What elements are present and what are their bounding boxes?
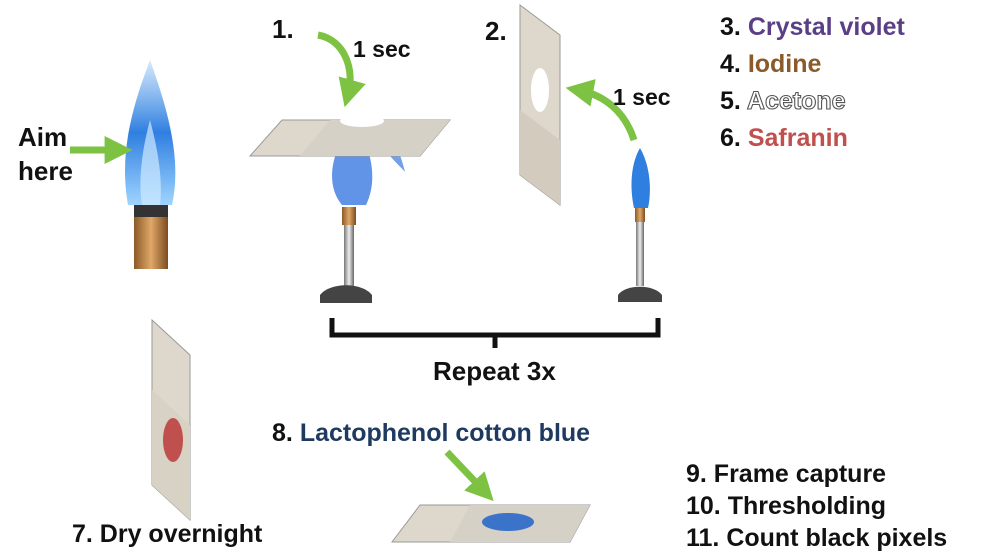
dry-slide: [151, 318, 191, 522]
lactophenol-step: 8. Lactophenol cotton blue: [272, 419, 591, 447]
one-sec-label: 1 sec: [353, 36, 411, 62]
dry-step: 7. Dry overnight: [72, 520, 263, 548]
one-sec-label-2: 1 sec: [613, 84, 671, 110]
safranin-spot: [163, 418, 183, 462]
repeat-bracket: [329, 318, 661, 338]
step2-burner: [618, 148, 662, 302]
stain-step-4: 4. Iodine: [720, 50, 822, 78]
burner-base: [618, 286, 662, 302]
blue-spot: [482, 513, 534, 531]
stain-step-3: 3. Crystal violet: [720, 13, 905, 41]
blue-slide: [390, 504, 591, 543]
step1-label: 1.: [272, 14, 294, 44]
repeat-label: Repeat 3x: [433, 356, 556, 386]
flame-icon: [631, 148, 650, 208]
step2-arrow: [565, 79, 638, 142]
lactophenol-arrow: [444, 449, 494, 502]
analysis-step-9: 9. Frame capture: [686, 460, 887, 488]
burner-barrel: [134, 217, 168, 269]
step1-burner: [248, 115, 452, 303]
stain-step-6: 6. Safranin: [720, 124, 848, 152]
aim-label: Aim: [18, 122, 68, 152]
step2-label: 2.: [485, 16, 507, 46]
burner-base: [320, 285, 372, 303]
step2-slide: [519, 4, 561, 206]
here-label: here: [18, 156, 73, 186]
step1-arrow: [317, 31, 366, 108]
smear-spot: [340, 115, 384, 127]
smear-spot: [531, 68, 549, 112]
big-flame-burner: [125, 60, 176, 269]
analysis-step-10: 10. Thresholding: [686, 492, 887, 520]
analysis-step-11: 11. Count black pixels: [686, 524, 948, 552]
burner-collar: [134, 205, 168, 217]
stain-step-5: 5. Acetone: [720, 87, 846, 115]
